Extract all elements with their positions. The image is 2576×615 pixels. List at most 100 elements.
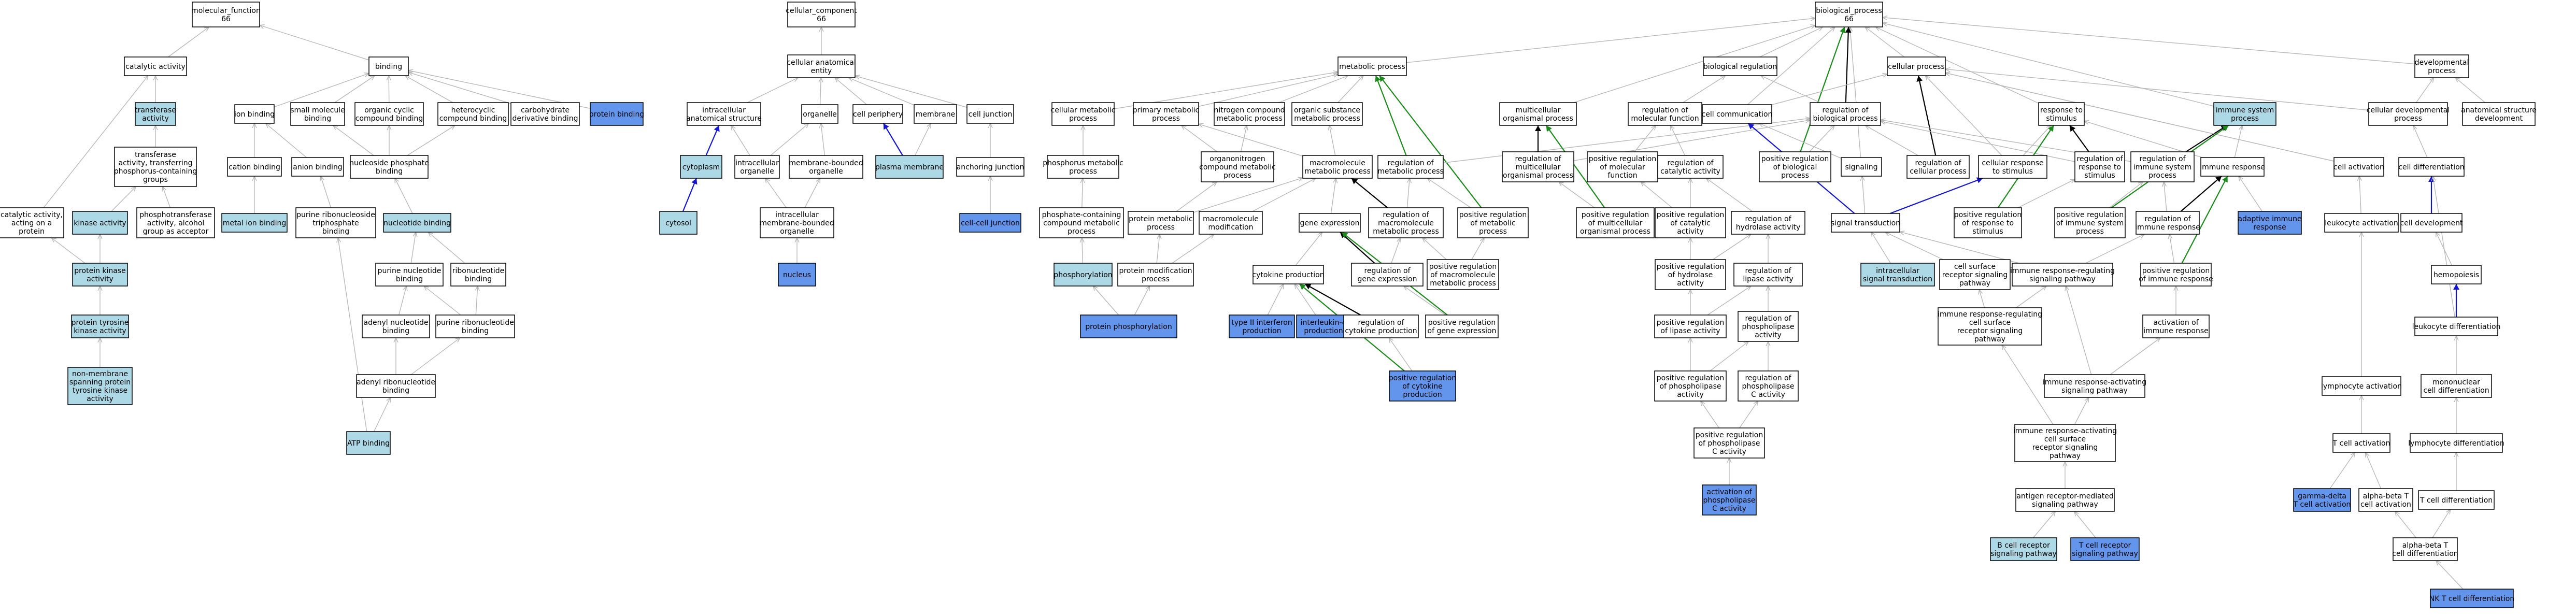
node-nucleus[interactable]: nucleus: [778, 263, 816, 287]
node-phosphorylation[interactable]: phosphorylation: [1054, 263, 1113, 287]
node-metproc[interactable]: metabolic process: [1337, 56, 1407, 76]
node-organelle[interactable]: organelle: [801, 104, 838, 124]
node-binding[interactable]: binding: [368, 56, 409, 76]
node-leukact[interactable]: leukocyte activation: [2324, 213, 2399, 233]
node-cytoplasm[interactable]: cytoplasm: [680, 155, 722, 179]
node-celldev[interactable]: cell development: [2400, 213, 2463, 233]
node-celljunc[interactable]: cell junction: [966, 104, 1014, 124]
node-anionbind[interactable]: anion binding: [291, 157, 344, 177]
node-membrane[interactable]: membrane: [914, 104, 957, 124]
node-tcellact[interactable]: T cell activation: [2332, 433, 2390, 453]
node-ionbind[interactable]: ion binding: [234, 104, 275, 124]
node-cellproc[interactable]: cellular process: [1887, 56, 1946, 76]
node-cationbind[interactable]: cation binding: [227, 157, 282, 177]
node-signaltrans[interactable]: signal transduction: [1831, 213, 1900, 233]
node-geneexpr[interactable]: gene expression: [1299, 213, 1361, 233]
node-cellcomm[interactable]: cell communication: [1702, 104, 1773, 124]
node-protbind[interactable]: protein binding: [589, 102, 644, 126]
node-cellact[interactable]: cell activation: [2333, 157, 2384, 177]
node-kinaseact[interactable]: kinase activity: [72, 211, 128, 235]
node-hemopoiesis[interactable]: hemopoiesis: [2431, 265, 2482, 284]
node-immresp[interactable]: immune response: [2200, 157, 2265, 177]
node-cytosol[interactable]: cytosol: [659, 211, 698, 235]
node-cellperiph[interactable]: cell periphery: [852, 104, 903, 124]
node-nktdiff[interactable]: NK T cell differentiation: [2429, 589, 2514, 608]
node-lymphdiff[interactable]: lymphocyte differentiation: [2408, 433, 2504, 453]
